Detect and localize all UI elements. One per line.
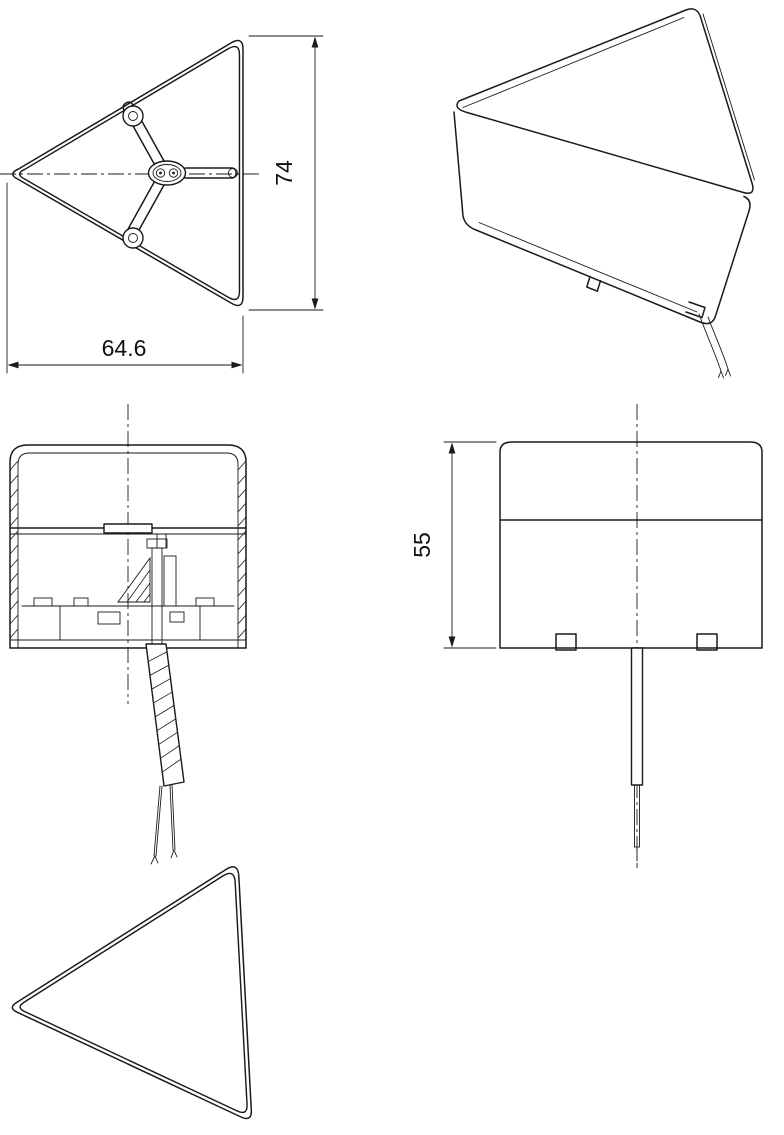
base-clip bbox=[195, 597, 215, 607]
connector-inner bbox=[152, 164, 182, 182]
arrowhead bbox=[7, 361, 19, 369]
isometric-view bbox=[453, 8, 755, 379]
dimension-height: 74 bbox=[248, 35, 324, 311]
section-hatch-right-wall bbox=[237, 460, 247, 639]
section-inner-shell bbox=[17, 452, 239, 649]
iso-front-face bbox=[456, 8, 754, 194]
side-foot-left bbox=[555, 633, 577, 651]
arrowhead bbox=[231, 361, 243, 369]
top-view-connector bbox=[147, 160, 187, 186]
connector-pin-left-dot bbox=[159, 171, 162, 175]
side-cable bbox=[630, 647, 644, 862]
top-view-outline bbox=[12, 39, 244, 307]
cable-wire bbox=[169, 784, 176, 851]
iso-body-band bbox=[453, 111, 751, 325]
contact-wedge bbox=[117, 556, 151, 603]
bulb-holder-lines bbox=[156, 533, 167, 549]
mount-hole-upper bbox=[128, 111, 138, 121]
mount-pad-lower bbox=[122, 227, 144, 249]
lens-view bbox=[11, 866, 253, 1120]
section-hatch-left-wall bbox=[9, 460, 19, 639]
arrowhead bbox=[448, 636, 456, 648]
cable-wire-ends bbox=[150, 849, 178, 865]
iso-wire bbox=[698, 313, 722, 372]
iso-wire bbox=[707, 316, 729, 370]
dimension-width-label: 64.6 bbox=[102, 335, 147, 361]
cable-stripes bbox=[147, 651, 182, 773]
lens-outer-outline bbox=[11, 866, 253, 1120]
mount-pad-upper bbox=[122, 105, 144, 127]
section-view bbox=[9, 404, 247, 865]
iso-inner-bottom-edge bbox=[478, 222, 698, 313]
dimension-depth: 55 bbox=[409, 441, 497, 649]
mount-hole-lower bbox=[128, 233, 138, 243]
section-parting-line bbox=[9, 523, 247, 535]
base-clip bbox=[73, 597, 89, 607]
dimension-depth-label: 55 bbox=[409, 532, 435, 558]
arrowhead bbox=[311, 298, 319, 310]
iso-edge-right bbox=[702, 13, 755, 181]
base-support bbox=[97, 611, 121, 625]
base-clip bbox=[33, 597, 53, 607]
top-view-inner-outline bbox=[18, 45, 241, 301]
connector-pin-left bbox=[155, 168, 166, 178]
iso-notch bbox=[586, 275, 602, 292]
base-support bbox=[169, 611, 185, 623]
base-ribs bbox=[59, 605, 201, 641]
iso-edge-top bbox=[462, 17, 685, 108]
contact-wedge-hatch bbox=[126, 569, 151, 603]
lens-inner-outline bbox=[19, 872, 248, 1114]
cable-sheath bbox=[145, 643, 185, 787]
dimension-width: 64.6 bbox=[6, 182, 244, 374]
center-post bbox=[151, 547, 163, 649]
section-cable bbox=[145, 643, 185, 865]
section-outer-shell bbox=[9, 444, 247, 649]
cable-sheath bbox=[630, 647, 644, 786]
top-view: 74 64.6 bbox=[0, 35, 324, 374]
iso-wires bbox=[698, 313, 731, 379]
section-mechanism bbox=[21, 533, 235, 649]
side-foot-right bbox=[696, 633, 718, 651]
iso-cable-stub bbox=[685, 301, 706, 319]
rib-right bbox=[181, 167, 237, 179]
iso-wire-end bbox=[725, 368, 731, 377]
arrowhead bbox=[448, 442, 456, 454]
top-view-mount-holes bbox=[122, 105, 238, 249]
iso-wire-end bbox=[718, 370, 724, 379]
dimension-width-lines bbox=[6, 182, 244, 374]
side-body-outline bbox=[499, 441, 763, 649]
arrowhead bbox=[311, 36, 319, 48]
dimension-height-label: 74 bbox=[271, 160, 297, 186]
side-view: 55 bbox=[409, 404, 763, 868]
mount-hole-right bbox=[228, 168, 238, 178]
connector-pin-right bbox=[168, 168, 179, 178]
dimension-depth-lines bbox=[443, 441, 497, 649]
section-center-slot bbox=[103, 523, 153, 534]
cable-wire bbox=[153, 785, 163, 857]
dimension-height-lines bbox=[248, 35, 324, 311]
terminal-block bbox=[163, 555, 177, 607]
connector-pin-right-dot bbox=[172, 171, 175, 175]
